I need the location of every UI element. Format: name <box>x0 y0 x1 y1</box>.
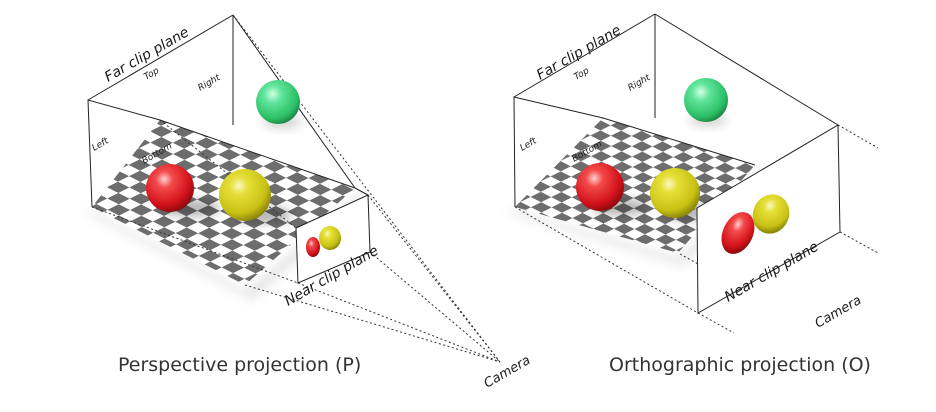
perspective-scene: Far clip plane Top Right Left Bottom Nea… <box>84 14 534 392</box>
near-yellow-sphere <box>752 194 790 234</box>
right-label: Right <box>197 73 223 94</box>
orthographic-scene: Far clip plane Top Right Left Bottom Nea… <box>505 13 879 334</box>
camera-label: Camera <box>813 293 865 332</box>
near-yellow-sphere <box>319 226 341 250</box>
projector-line <box>514 206 699 314</box>
yellow-sphere <box>650 168 700 218</box>
projector-line <box>839 231 879 254</box>
projector-line <box>232 14 501 363</box>
far-plane-top-edge <box>87 14 234 101</box>
projector-line <box>679 253 699 265</box>
projector-line <box>91 206 299 284</box>
top-label: Top <box>573 66 592 83</box>
yellow-sphere <box>219 169 271 221</box>
projector-line <box>837 124 879 149</box>
red-sphere <box>576 163 624 211</box>
orthographic-caption: Orthographic projection (O) <box>609 354 871 376</box>
camera-label: Camera <box>482 353 534 392</box>
near-red-sphere <box>306 237 320 257</box>
far-plane-left-edge <box>513 96 756 208</box>
top-label: Top <box>143 66 162 83</box>
green-sphere <box>684 78 728 122</box>
projector-line <box>697 312 735 334</box>
far-plane-left-edge <box>87 99 356 208</box>
projector-line <box>367 194 501 363</box>
frustum-edge <box>354 187 369 196</box>
projector-line <box>297 282 501 363</box>
green-sphere <box>256 80 300 124</box>
projector-line <box>244 284 501 363</box>
top-side-edge <box>654 13 839 126</box>
projector-line <box>369 251 501 363</box>
near-red-sphere <box>721 212 755 254</box>
perspective-caption: Perspective projection (P) <box>118 354 362 376</box>
red-sphere <box>146 164 194 212</box>
far-plane-top-edge <box>513 13 656 98</box>
right-label: Right <box>627 73 653 94</box>
left-label: Left <box>519 136 539 154</box>
projector-line <box>159 119 297 229</box>
left-label: Left <box>91 136 111 154</box>
